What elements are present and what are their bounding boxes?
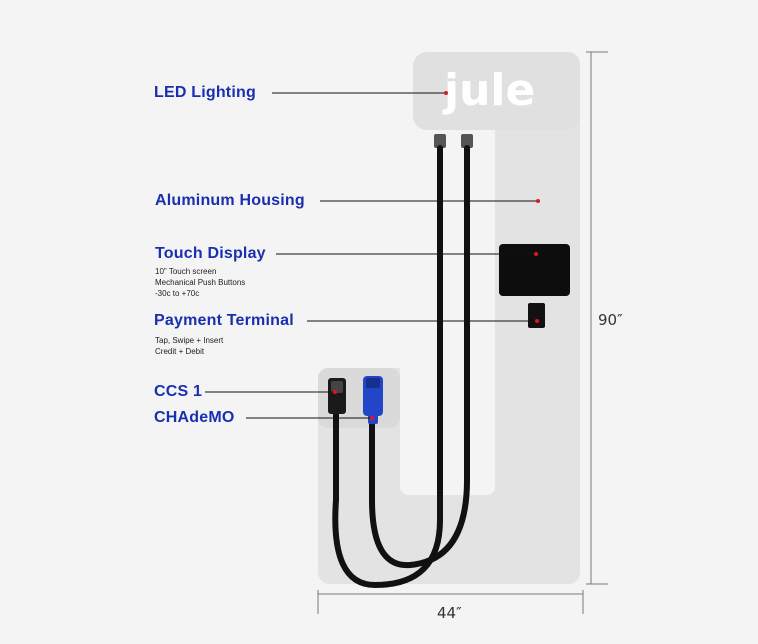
payment-terminal-label: Payment Terminal [154, 312, 294, 329]
payment-terminal-device [528, 303, 545, 328]
aluminum-housing-label: Aluminum Housing [155, 192, 305, 209]
payment-terminal-spec: Credit + Debit [155, 347, 205, 356]
touch-display-spec: 10" Touch screen [155, 267, 217, 276]
callout-markers [333, 91, 540, 420]
dimension-lines [317, 51, 608, 614]
chademo-label: CHAdeMO [154, 409, 235, 426]
aluminum-housing [318, 52, 580, 584]
touch-display-spec: Mechanical Push Buttons [155, 278, 246, 287]
touch-display-screen [499, 244, 570, 296]
leader-lines [205, 92, 538, 419]
led-lighting-label: LED Lighting [154, 84, 256, 101]
ccs1-label: CCS 1 [154, 383, 203, 400]
ccs1-connector [328, 378, 346, 414]
hose-ports [434, 134, 473, 148]
height-dimension-label: 90″ [598, 311, 623, 329]
charging-cables [332, 145, 470, 589]
touch-display-specs: 10" Touch screen Mechanical Push Buttons… [155, 266, 245, 299]
width-dimension-label: 44″ [437, 604, 462, 622]
touch-display-label: Touch Display [155, 245, 266, 262]
payment-terminal-spec: Tap, Swipe + Insert [155, 336, 224, 345]
touch-display-spec: -30c to +70c [155, 289, 200, 298]
payment-terminal-specs: Tap, Swipe + Insert Credit + Debit [155, 335, 223, 357]
jule-logo: jule [442, 65, 535, 116]
